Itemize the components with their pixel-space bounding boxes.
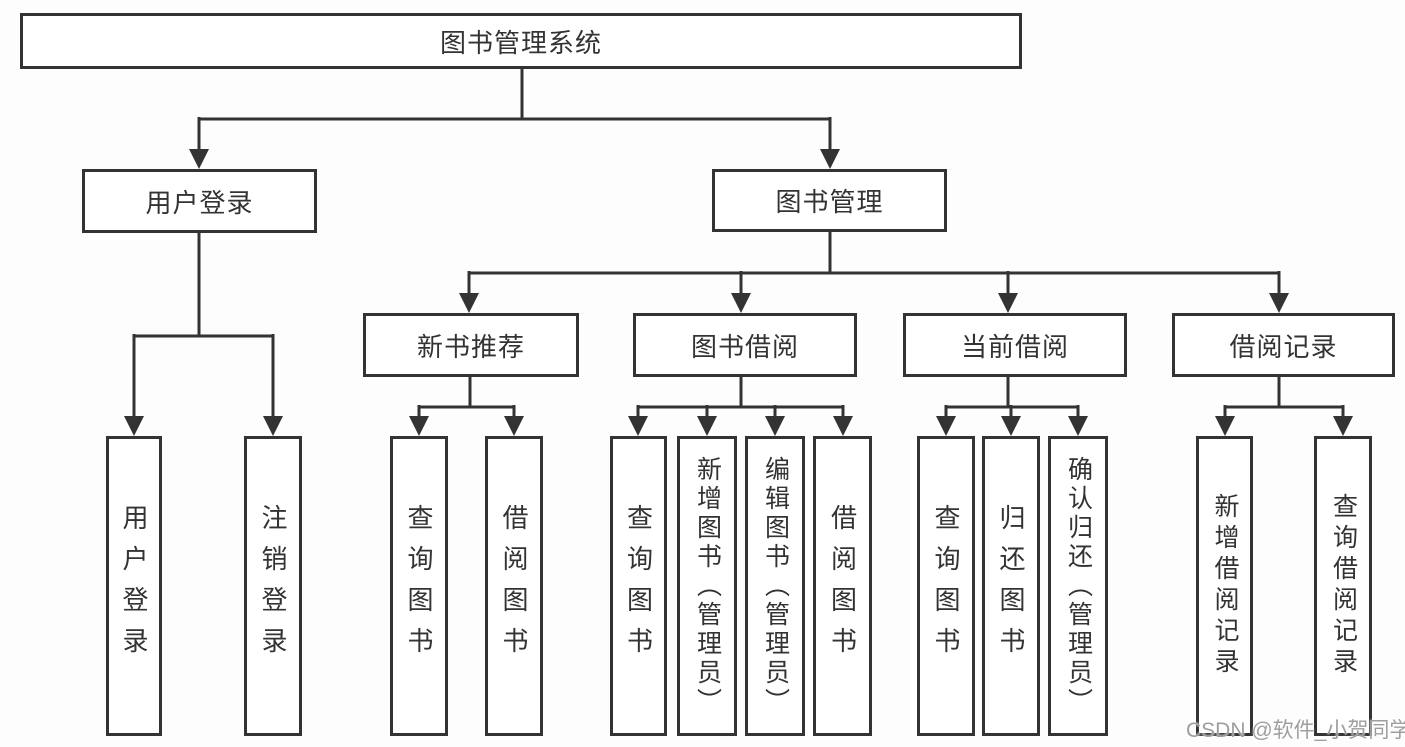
node-book-borrowing: 图书借阅 xyxy=(633,313,857,377)
arrowhead xyxy=(731,293,751,313)
leaf-confirm-return-admin: 确认归还（管理员） xyxy=(1048,436,1108,736)
connector-lines xyxy=(132,69,1345,420)
leaf-add-book-admin: 新增图书（管理员） xyxy=(677,436,737,736)
leaf-query-borrow-record: 查询借阅记录 xyxy=(1314,436,1372,736)
arrowhead xyxy=(1001,416,1021,436)
arrowhead xyxy=(1269,293,1289,313)
leaf-query-books-current: 查询图书 xyxy=(917,436,975,736)
node-current-borrowing: 当前借阅 xyxy=(903,313,1127,377)
arrowheads xyxy=(124,149,1353,436)
arrowhead xyxy=(263,416,283,436)
leaf-borrow-books: 借阅图书 xyxy=(813,436,872,736)
leaf-borrow-books-recommend: 借阅图书 xyxy=(485,436,543,736)
node-book-management: 图书管理 xyxy=(712,169,947,232)
arrowhead xyxy=(820,149,840,169)
arrowhead xyxy=(697,416,717,436)
leaf-add-borrow-record: 新增借阅记录 xyxy=(1196,436,1253,736)
arrowhead xyxy=(124,416,144,436)
arrowhead xyxy=(1333,416,1353,436)
leaf-user-login: 用户登录 xyxy=(106,436,162,736)
arrowhead xyxy=(936,416,956,436)
arrowhead xyxy=(189,149,209,169)
csdn-watermark: CSDN @软件_小贺同学 xyxy=(1186,719,1405,742)
leaf-query-books-recommend: 查询图书 xyxy=(390,436,448,736)
arrowhead xyxy=(998,293,1018,313)
node-borrow-records: 借阅记录 xyxy=(1172,313,1395,377)
leaf-logout: 注销登录 xyxy=(244,436,302,736)
arrowhead xyxy=(833,416,853,436)
arrowhead xyxy=(409,416,429,436)
node-new-book-recommend: 新书推荐 xyxy=(363,313,579,377)
leaf-return-book: 归还图书 xyxy=(982,436,1040,736)
node-root-library-system: 图书管理系统 xyxy=(20,13,1022,69)
leaf-edit-book-admin: 编辑图书（管理员） xyxy=(745,436,805,736)
arrowhead xyxy=(1215,416,1235,436)
arrowhead xyxy=(504,416,524,436)
leaf-query-books-borrow: 查询图书 xyxy=(610,436,667,736)
arrowhead xyxy=(628,416,648,436)
arrowhead xyxy=(1068,416,1088,436)
arrowhead xyxy=(765,416,785,436)
node-user-login: 用户登录 xyxy=(82,169,317,233)
arrowhead xyxy=(459,293,479,313)
